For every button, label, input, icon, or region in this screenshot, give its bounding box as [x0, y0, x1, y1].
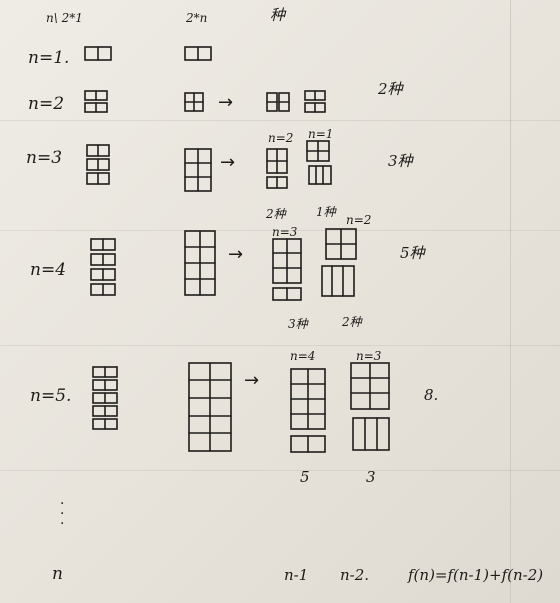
n4-case-horizontal: [321, 228, 357, 297]
arrow-icon: →: [220, 152, 236, 173]
n4-top-right-count: 1种: [316, 205, 336, 219]
n5-case-vertical: [290, 368, 326, 453]
n3-board: [184, 148, 212, 192]
ruled-line: [0, 120, 560, 121]
n3-sub-left-label: n=2: [268, 131, 294, 145]
arrow-icon: →: [244, 370, 260, 391]
n5-bottom-right-count: 3: [366, 468, 376, 486]
n5-sub-right-label: n=3: [356, 349, 382, 363]
header-dimension-label: n\ 2*1: [46, 11, 83, 25]
row-n5-label: n=5.: [30, 386, 72, 406]
ruled-line: [0, 230, 560, 231]
n5-case-horizontal: [350, 362, 390, 451]
general-term-n-minus-1: n-1: [284, 566, 309, 584]
n5-board: [188, 362, 232, 452]
row-n2-label: n=2: [28, 94, 65, 114]
recurrence-formula: f(n)=f(n-1)+f(n-2): [408, 566, 544, 584]
n4-top-left-count: 2种: [266, 207, 286, 221]
n1-board: [184, 46, 212, 61]
row-n1-label: n=1.: [28, 48, 70, 68]
n5-bottom-left-count: 5: [300, 468, 310, 486]
n2-result: 2种: [378, 80, 403, 98]
header-board-label: 2*n: [186, 11, 208, 25]
n3-sub-right-label: n=1: [308, 127, 334, 141]
n3-case-vertical: [266, 148, 288, 189]
general-term-n-minus-2: n-2.: [340, 566, 370, 584]
n2-board: [184, 92, 204, 112]
ruled-line: [0, 470, 560, 471]
arrow-icon: →: [218, 92, 234, 113]
n5-tile-sketch: [92, 366, 118, 430]
n4-sub-right-label: n=2: [346, 213, 372, 227]
n3-result: 3种: [388, 152, 413, 170]
n2-vertical-tiling: [266, 92, 290, 112]
n4-board: [184, 230, 216, 296]
n4-sub-left-label: n=3: [272, 225, 298, 239]
ruled-line: [0, 345, 560, 346]
continuation-dots-icon: ···: [60, 496, 65, 532]
n4-case-vertical: [272, 238, 302, 301]
n5-sub-left-label: n=4: [290, 349, 316, 363]
header-ways-label: 种: [270, 6, 286, 24]
margin-line: [510, 0, 511, 603]
n4-result: 5种: [400, 244, 425, 262]
n5-result: 8.: [424, 386, 439, 404]
arrow-icon: →: [228, 244, 244, 265]
n3-case-horizontal: [306, 140, 332, 185]
row-n4-label: n=4: [30, 260, 67, 280]
n1-tile-sketch: [84, 46, 112, 61]
n4-bottom-left-count: 3种: [288, 317, 308, 331]
n3-tile-sketch: [86, 144, 110, 185]
n4-bottom-right-count: 2种: [342, 315, 362, 329]
n2-tile-sketch: [84, 90, 108, 113]
n4-tile-sketch: [90, 238, 116, 296]
general-n-label: n: [52, 564, 63, 584]
n2-horizontal-tiling: [304, 90, 326, 113]
row-n3-label: n=3: [26, 148, 63, 168]
